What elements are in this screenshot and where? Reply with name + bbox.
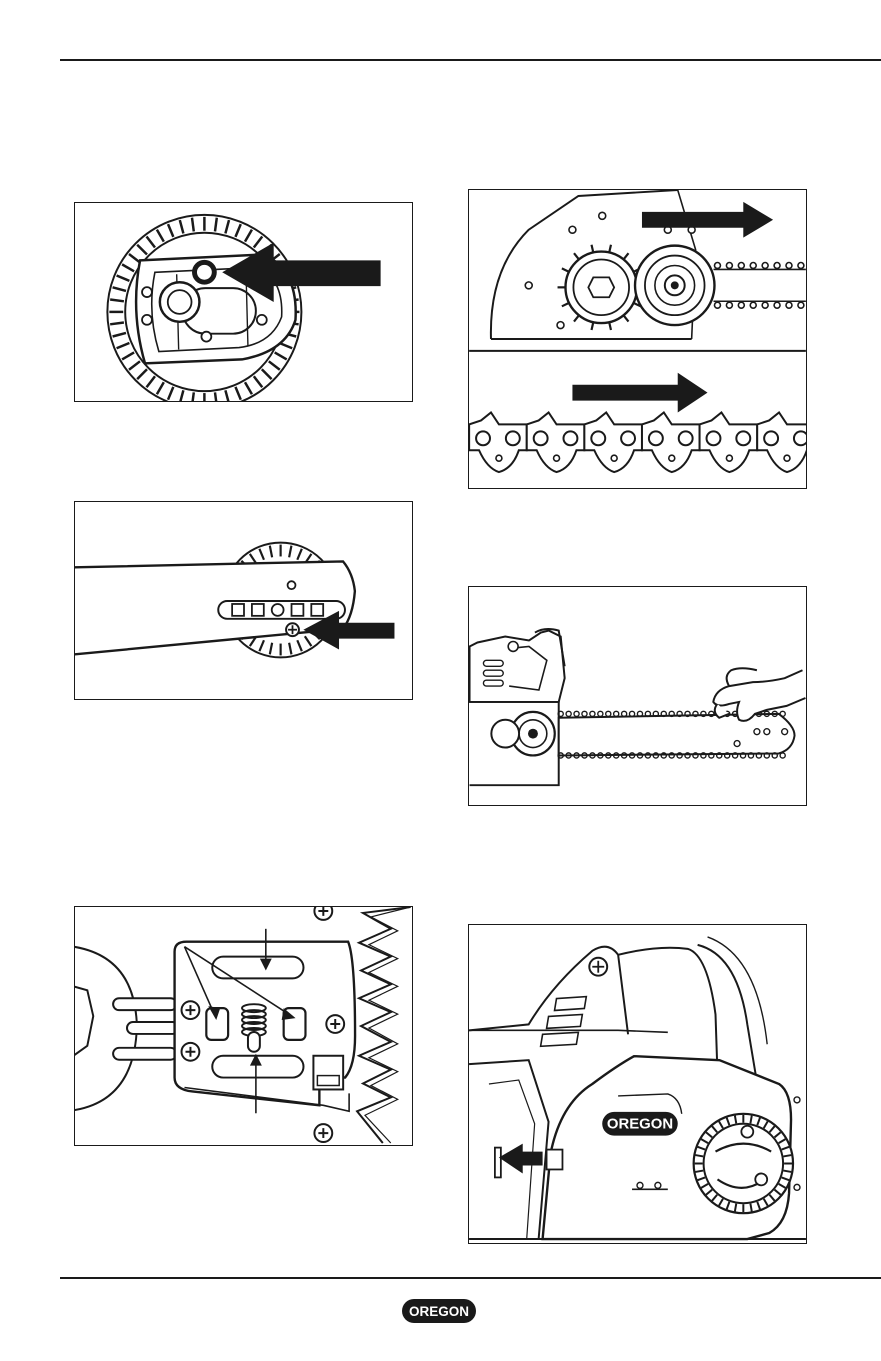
figure-chain-direction (468, 189, 807, 489)
oregon-logo: OREGON (402, 1299, 476, 1323)
oregon-logo-icon: OREGON (402, 1299, 476, 1323)
footer-rule (60, 1277, 881, 1279)
guide-bar-icon (75, 502, 412, 699)
header-rule (60, 59, 881, 61)
figure-side-cover: OREGON (468, 924, 807, 1244)
chain-tension-icon (469, 587, 806, 805)
chain-direction-icon (469, 190, 806, 488)
figure-bar-mount (74, 906, 413, 1146)
bar-mount-icon (75, 907, 412, 1145)
sprocket-cover-icon (75, 203, 412, 401)
footer-logo-text: OREGON (409, 1304, 469, 1319)
figure-chain-tension (468, 586, 807, 806)
side-cover-icon: OREGON (469, 925, 806, 1243)
figure-guide-bar (74, 501, 413, 700)
cover-logo-text: OREGON (607, 1117, 673, 1133)
figure-sprocket-cover (74, 202, 413, 402)
